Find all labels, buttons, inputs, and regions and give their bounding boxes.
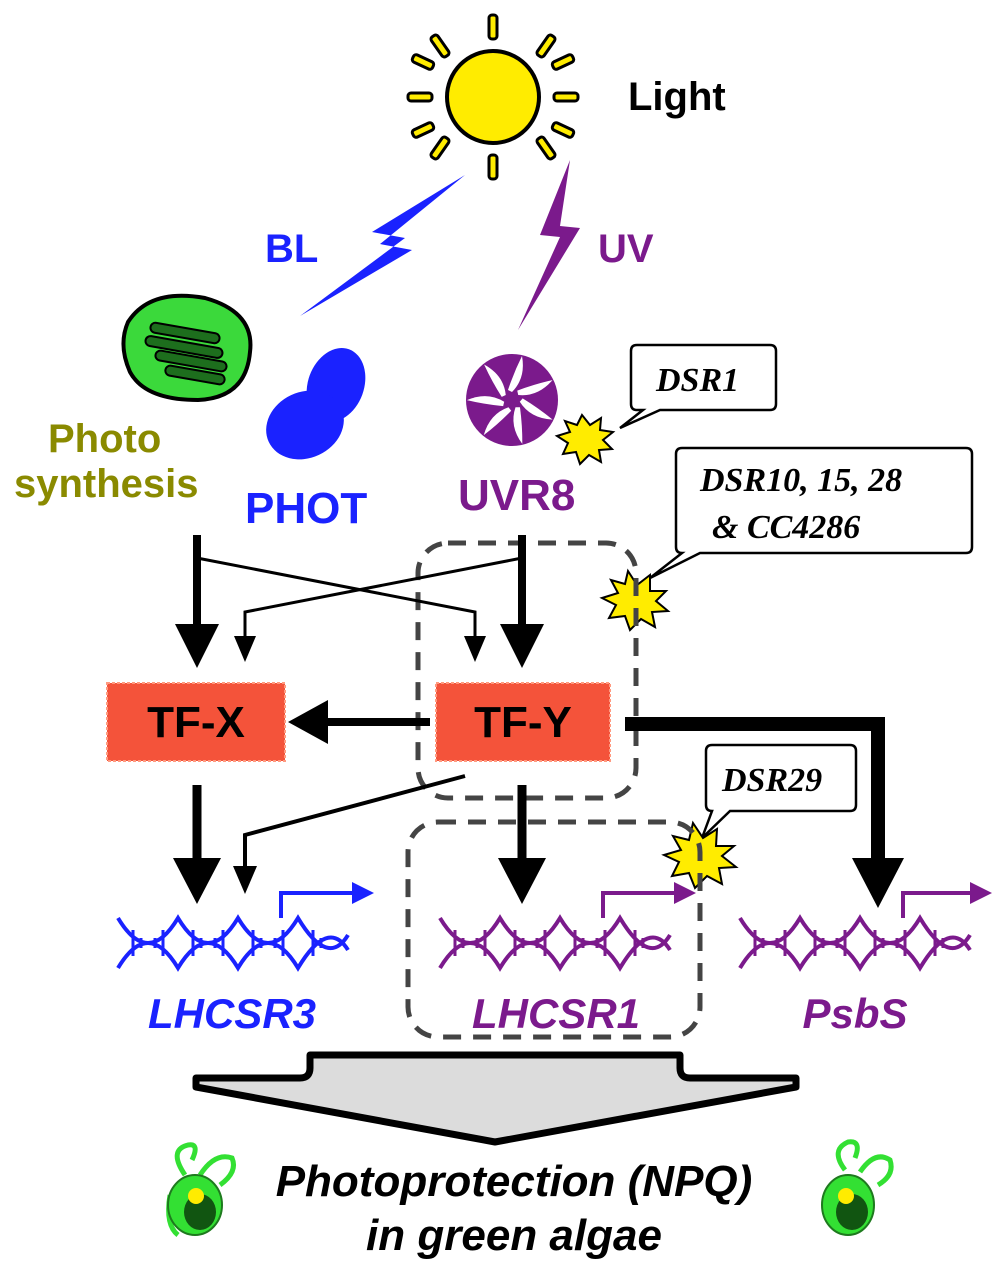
sun-icon [406, 13, 580, 181]
green-alga-right-icon [821, 1139, 894, 1236]
dsr10-label-line2: & CC4286 [712, 509, 860, 546]
phot-label: PHOT [245, 484, 367, 533]
signal-arrows [193, 535, 526, 640]
psbs-dna-icon [738, 891, 972, 972]
uvr8-label: UVR8 [458, 471, 575, 520]
lhcsr1-dna-icon [438, 891, 676, 972]
photosynthesis-label-line2: synthesis [14, 462, 199, 506]
tf-x-label: TF-X [147, 698, 245, 747]
gene-label-lhcsr1: LHCSR1 [472, 990, 640, 1037]
psbs-promoter-arrowhead [970, 882, 992, 904]
phot-protein-icon [266, 348, 366, 460]
lhcsr3-dna-icon [116, 891, 355, 972]
dsr10-callout [649, 446, 974, 580]
gene-label-lhcsr3: LHCSR3 [148, 990, 316, 1037]
dsr1-label: DSR1 [655, 362, 739, 399]
dsr29-label: DSR29 [721, 762, 822, 799]
tf-y-to-tf-x-arrowhead [288, 700, 328, 744]
lhcsr1-promoter-arrowhead [674, 882, 696, 904]
bl-label: BL [265, 227, 318, 271]
dsr1-burst-icon [554, 413, 616, 466]
uv-bolt-icon [518, 160, 580, 330]
tf-y-box [435, 682, 611, 762]
dsr1-callout [619, 343, 778, 430]
arrow-heads [175, 624, 544, 668]
dsr29-callout [700, 743, 858, 839]
outcome-label-line2: in green algae [366, 1211, 662, 1260]
tf-x-box [106, 682, 286, 762]
tf-y-dashed-region [415, 540, 639, 801]
dsr10-burst-icon [599, 568, 671, 632]
lhcsr3-promoter-arrowhead [352, 882, 374, 904]
chloroplast-icon [121, 293, 253, 403]
green-alga-left-icon [166, 1142, 236, 1237]
uv-label: UV [598, 227, 654, 271]
dsr10-label-line1: DSR10, 15, 28 [699, 462, 902, 499]
light-label: Light [628, 75, 726, 119]
blue-light-bolt-icon [300, 175, 465, 316]
gene-label-psbs: PsbS [802, 990, 907, 1037]
outcome-label-line1: Photoprotection (NPQ) [276, 1157, 753, 1206]
uvr8-protein-icon [466, 354, 558, 446]
tf-y-label: TF-Y [474, 698, 572, 747]
outcome-funnel-arrow [192, 1051, 800, 1146]
photosynthesis-label-line1: Photo [48, 417, 161, 461]
